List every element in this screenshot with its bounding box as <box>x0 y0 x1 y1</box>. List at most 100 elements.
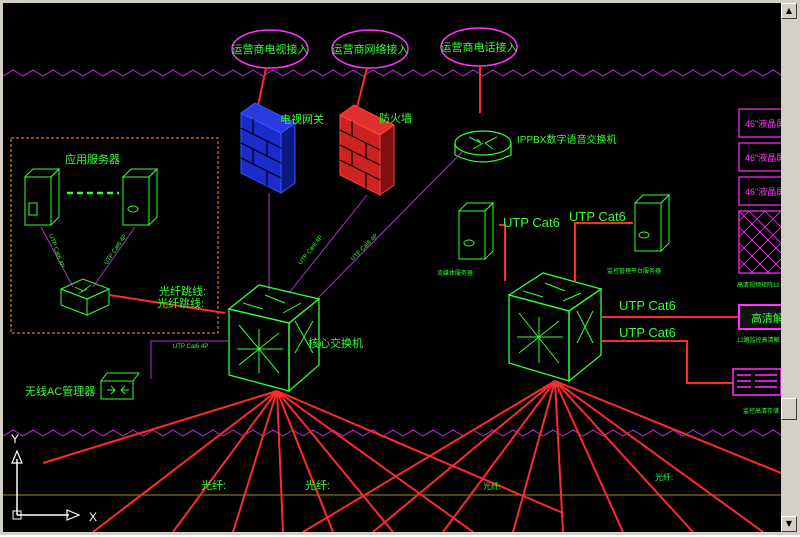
link-streaming-switch <box>499 224 506 281</box>
fiber-line <box>276 390 474 533</box>
fiber-line <box>172 390 278 533</box>
app-server-left-body <box>24 176 52 226</box>
video-platform-server-device[interactable]: 监控管理平台服务器 <box>607 193 671 275</box>
video-core-switch-device[interactable] <box>507 272 603 383</box>
display-wall[interactable]: 46"液晶屏 46"液晶屏 46"液晶屏 <box>738 108 788 206</box>
wireless-ac-front <box>100 380 134 400</box>
wireless-ac-top <box>100 372 140 382</box>
display-panel-1-label: 46"液晶屏 <box>745 118 781 129</box>
fiber-jumper-label-2: 光纤跳线: <box>157 296 204 310</box>
fiber-line <box>442 380 556 533</box>
fiber-line <box>554 380 764 533</box>
ucs-x-arrow <box>66 509 81 521</box>
fiber-line <box>512 380 556 533</box>
app-server-left-top <box>23 168 61 178</box>
fiber-line <box>372 380 556 533</box>
fiber-label-3: 光纤: <box>483 481 501 491</box>
provider-tv-ellipse <box>231 29 309 69</box>
video-platform-server-disk <box>638 231 650 239</box>
scroll-down-button[interactable]: ▼ <box>781 516 797 532</box>
app-server-group-label: 应用服务器 <box>65 152 120 166</box>
firewall-device[interactable]: 防火墙 <box>339 104 412 196</box>
hd-decoder-device[interactable]: 高清解 12路监控高清解 <box>737 304 788 344</box>
app-server-right[interactable] <box>121 167 159 227</box>
zigzag-boundary-top <box>2 69 782 77</box>
link-app-right-switch <box>92 226 136 288</box>
core-switch-label: 核心交换机 <box>308 336 363 350</box>
fiber-line <box>554 380 624 533</box>
streaming-server-disk <box>463 239 475 247</box>
core-switch-top <box>227 284 321 324</box>
provider-phone-access[interactable]: 运营商电话接入 <box>440 27 518 67</box>
app-server-left[interactable] <box>23 167 61 227</box>
video-matrix-hatch <box>738 210 782 274</box>
fiber-line <box>554 380 694 533</box>
display-panel-2-label: 46"液晶屏 <box>745 152 781 163</box>
link-platform-switch <box>574 222 633 281</box>
utp-label-gateway-core: UTP Cat6 4P <box>298 235 324 266</box>
provider-network-access[interactable]: 运营商网络接入 <box>331 29 409 69</box>
fiber-fanout-right <box>302 380 782 533</box>
provider-tv-access[interactable]: 运营商电视接入 <box>231 29 309 69</box>
ucs-origin-box <box>12 510 22 520</box>
fiber-line <box>302 380 556 533</box>
wireless-ac-device[interactable]: 无线AC管理器 <box>25 372 140 400</box>
ippbx-side <box>454 143 512 163</box>
vertical-scrollbar[interactable]: ▲ ▼ <box>781 3 797 532</box>
app-server-right-disk <box>127 205 139 213</box>
video-storage-slots <box>737 374 777 388</box>
utp-label-streaming: UTP Cat6 <box>503 215 560 230</box>
scroll-thumb[interactable] <box>781 398 797 420</box>
fiber-label-4: 光纤: <box>655 472 673 482</box>
fiber-line <box>276 390 334 533</box>
tv-gateway-device[interactable]: 电视网关 <box>240 102 324 194</box>
provider-tv-label: 运营商电视接入 <box>232 42 309 56</box>
fiber-line <box>276 390 564 514</box>
access-switch-front <box>60 288 88 316</box>
streaming-server-body <box>458 210 486 260</box>
link-fiber-jumper <box>108 294 226 314</box>
ippbx-label: IPPBX数字语音交换机 <box>517 133 616 146</box>
video-core-switch-side <box>568 287 602 383</box>
video-matrix-caption: 高清视频矩阵12 <box>737 281 780 289</box>
fiber-line <box>554 380 782 474</box>
access-switch-small[interactable] <box>59 278 111 316</box>
firewall-side <box>379 124 395 196</box>
utp-label-app-right: UTP Cat6 4P <box>104 234 129 267</box>
fiber-jumper-label-1: 光纤跳线: <box>159 284 206 298</box>
scroll-up-button[interactable]: ▲ <box>781 3 797 19</box>
ucs-y-label: Y <box>11 432 19 446</box>
video-matrix-device[interactable]: 高清视频矩阵12 <box>737 210 788 289</box>
access-switch-arrows <box>74 284 92 294</box>
fiber-line <box>92 390 278 533</box>
network-diagram[interactable]: 运营商电视接入 运营商网络接入 运营商电话接入 电视网关 <box>2 3 788 533</box>
ippbx-arrows <box>468 136 498 150</box>
fiber-line <box>554 380 564 533</box>
firewall-label: 防火墙 <box>379 111 412 125</box>
link-switch-storage <box>601 340 733 384</box>
core-switch-device[interactable]: 核心交换机 <box>227 284 363 393</box>
video-storage-box <box>732 368 782 396</box>
tv-gateway-side <box>280 122 296 194</box>
wireless-ac-arrows <box>107 385 129 395</box>
firewall-bricks <box>339 121 381 188</box>
streaming-server-device[interactable]: 流媒体服务器 <box>437 201 495 277</box>
ippbx-router-device[interactable]: IPPBX数字语音交换机 <box>454 130 616 163</box>
fiber-fanout-left <box>42 390 564 533</box>
firewall-top <box>339 104 395 136</box>
access-switch-side <box>86 288 110 316</box>
display-panel-3-label: 46"液晶屏 <box>745 186 781 197</box>
zigzag-boundary-bottom <box>2 429 782 437</box>
streaming-server-side <box>484 201 494 261</box>
utp-label-app-left: UTP Cat6 4P <box>47 234 65 269</box>
drawing-canvas[interactable]: 运营商电视接入 运营商网络接入 运营商电话接入 电视网关 <box>2 3 788 533</box>
video-core-switch-arrows <box>517 282 594 364</box>
link-firewall-core <box>288 194 368 294</box>
core-switch-arrows <box>237 294 314 374</box>
ucs-x-label: X <box>89 510 97 524</box>
video-storage-device[interactable]: 监控高清存储 <box>732 368 782 415</box>
streaming-server-label: 流媒体服务器 <box>437 269 473 277</box>
fiber-line <box>42 390 278 464</box>
core-switch-side <box>288 297 320 393</box>
fiber-line <box>276 390 284 533</box>
